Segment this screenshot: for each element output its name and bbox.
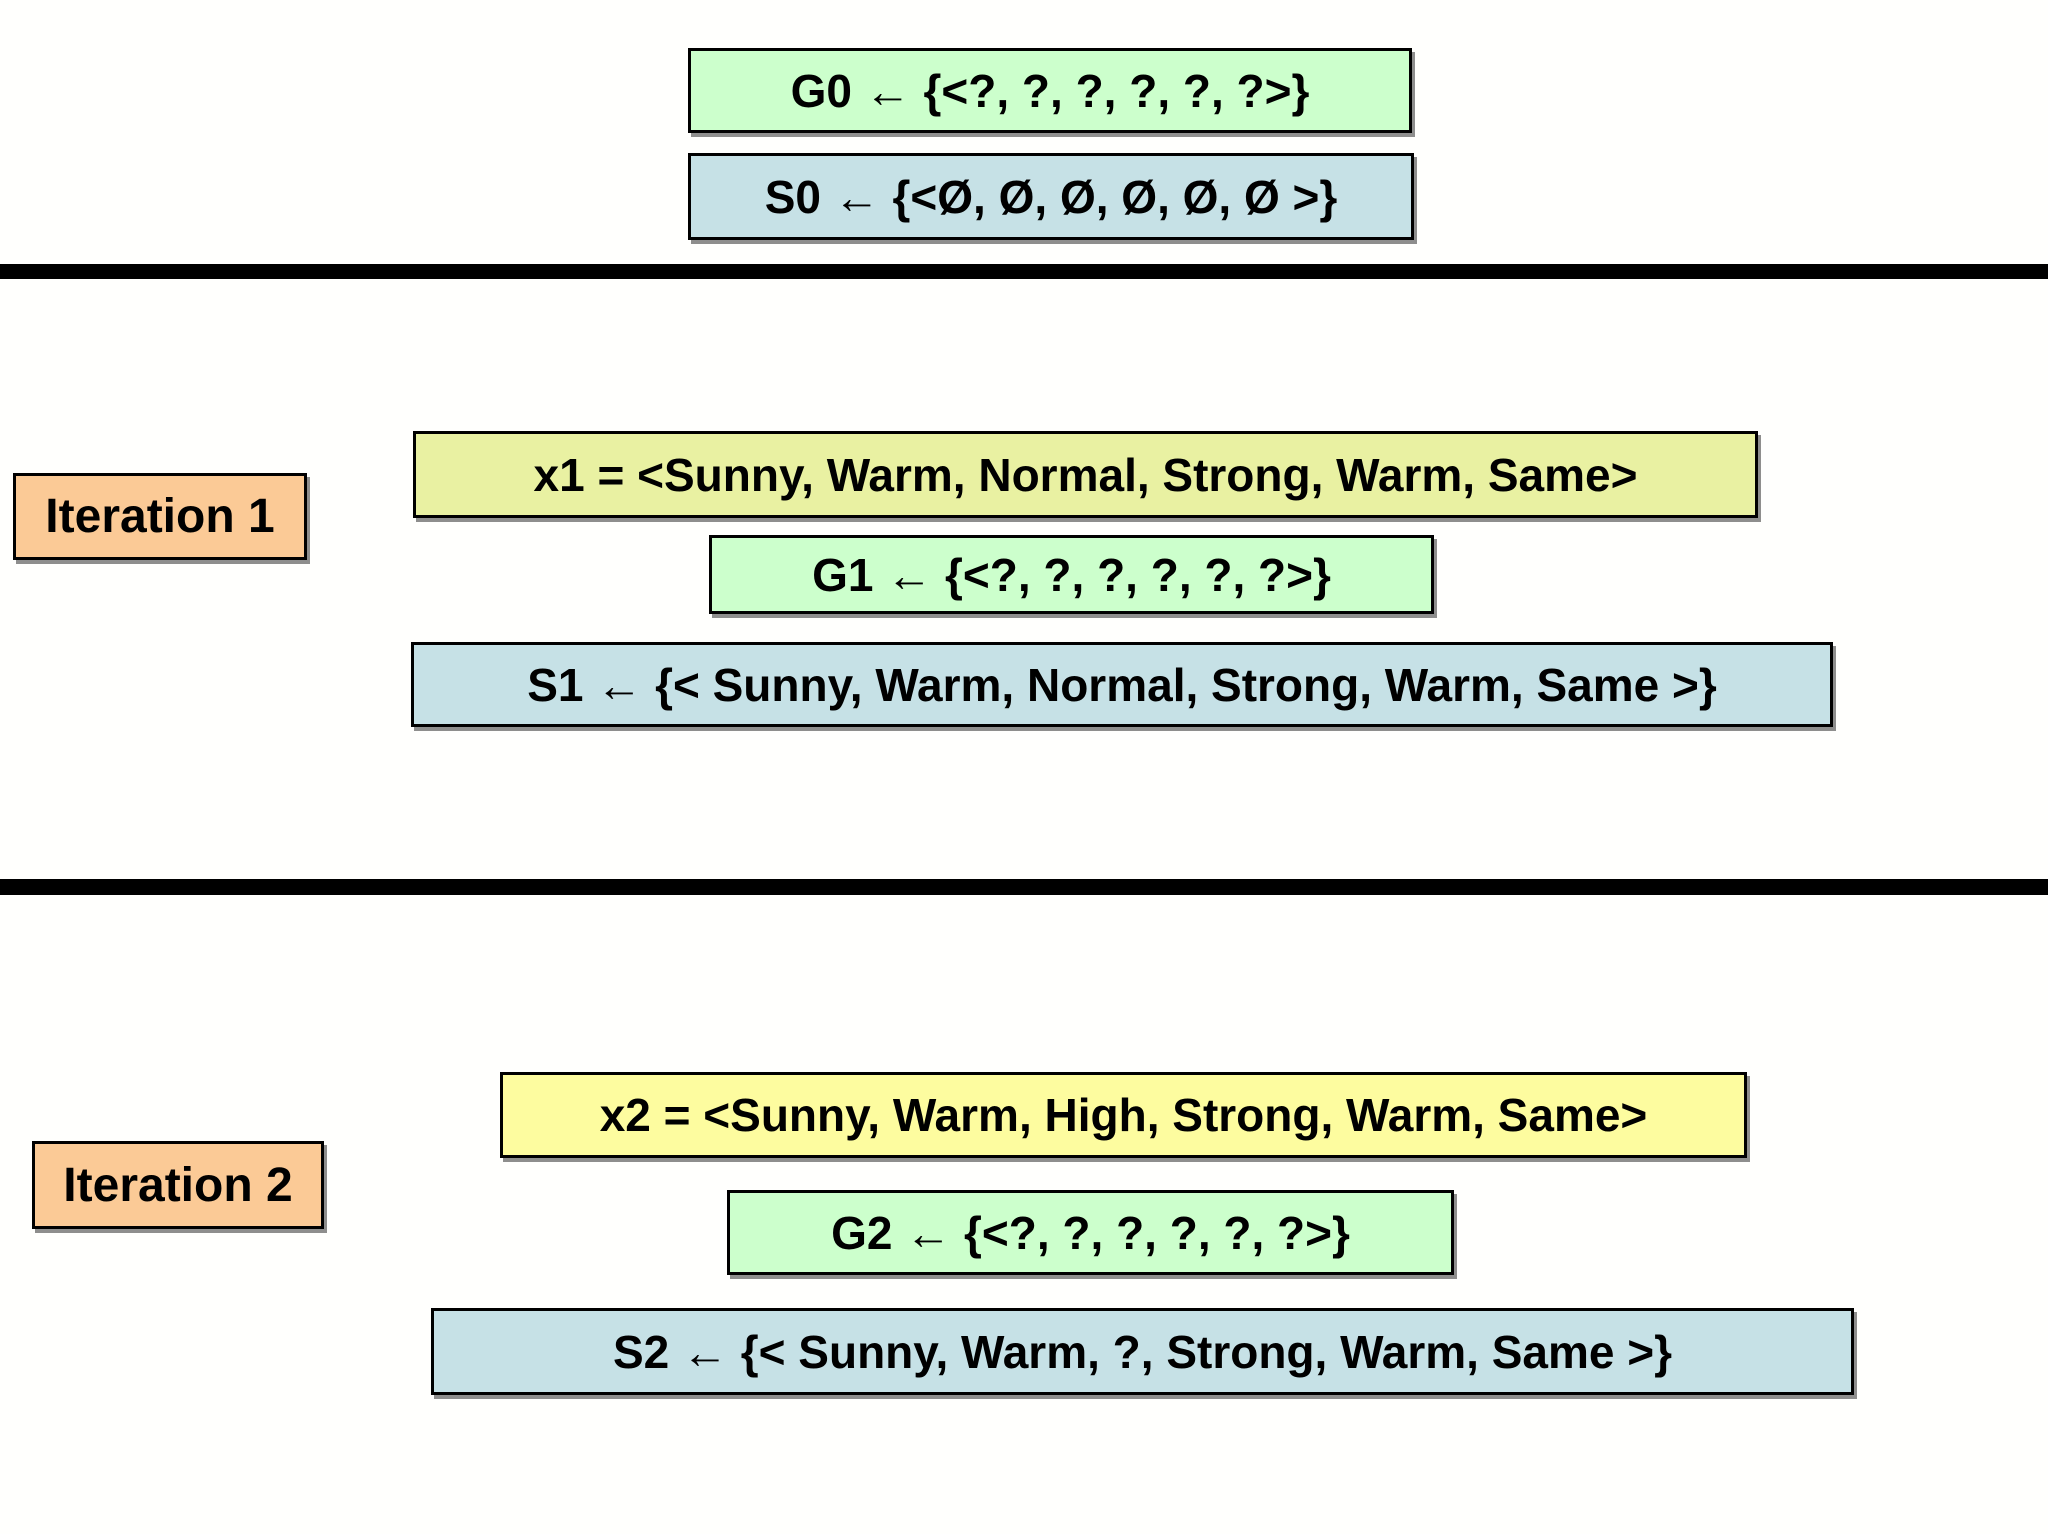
s2-specific-boundary-box: S2 ← {< Sunny, Warm, ?, Strong, Warm, Sa…	[431, 1308, 1854, 1395]
s1-specific-boundary-box: S1 ← {< Sunny, Warm, Normal, Strong, War…	[411, 642, 1833, 727]
g2-general-boundary-box: G2 ← {<?, ?, ?, ?, ?, ?>}	[727, 1190, 1454, 1275]
iteration-2-label: Iteration 2	[32, 1141, 324, 1229]
iteration-1-label: Iteration 1	[13, 473, 307, 560]
section-divider-2	[0, 879, 2048, 895]
g1-general-boundary-box: G1 ← {<?, ?, ?, ?, ?, ?>}	[709, 535, 1434, 614]
x1-training-example-box: x1 = <Sunny, Warm, Normal, Strong, Warm,…	[413, 431, 1758, 518]
section-divider-1	[0, 264, 2048, 279]
s0-specific-boundary-box: S0 ← {<Ø, Ø, Ø, Ø, Ø, Ø >}	[688, 153, 1414, 240]
x2-training-example-box: x2 = <Sunny, Warm, High, Strong, Warm, S…	[500, 1072, 1747, 1158]
g0-general-boundary-box: G0 ← {<?, ?, ?, ?, ?, ?>}	[688, 48, 1412, 133]
